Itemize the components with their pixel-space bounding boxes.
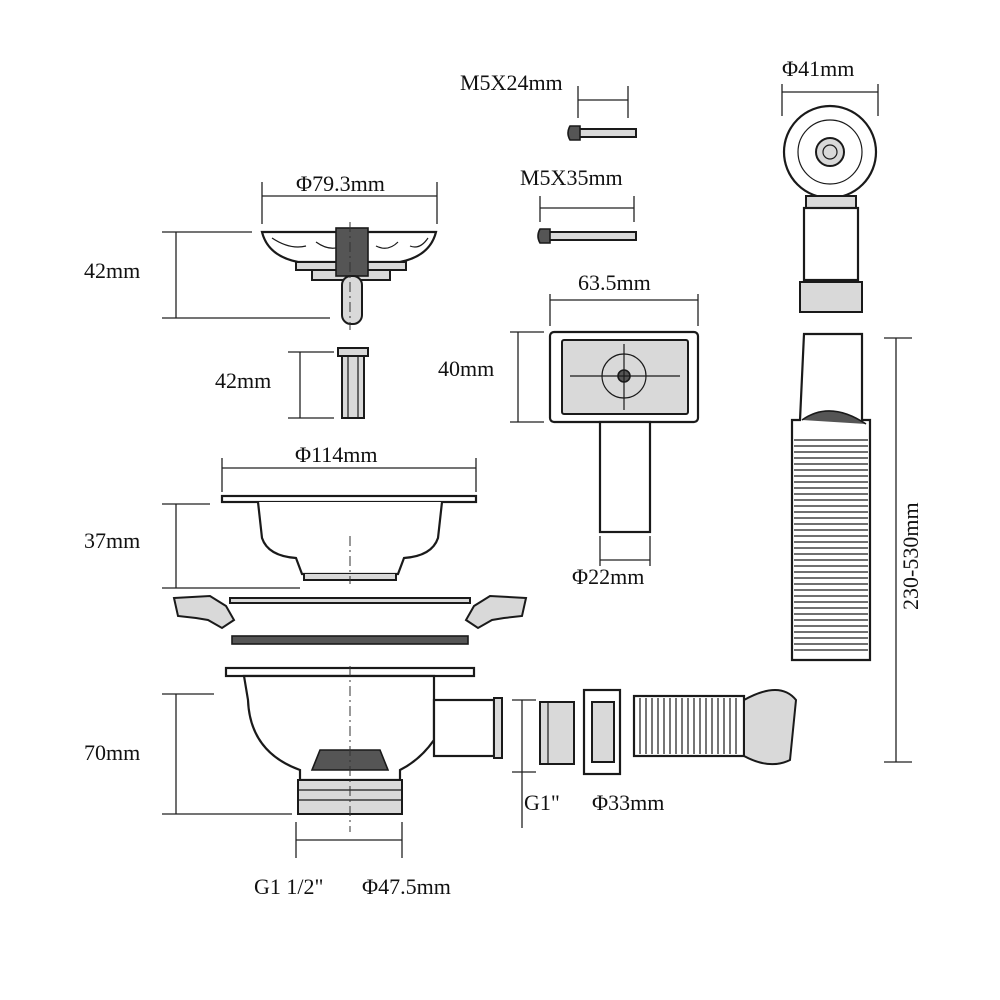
- mounting-clamp: [172, 594, 528, 630]
- hose-ribs: [794, 439, 868, 651]
- strainer-dia-dimension: [221, 458, 477, 492]
- basket-height-label: 42mm: [84, 258, 140, 283]
- hose-length-dimension: [884, 337, 912, 763]
- tube-height-dimension: [288, 351, 334, 419]
- strainer-dia-label: Φ114mm: [295, 442, 378, 467]
- overflow-plate: [548, 330, 700, 534]
- basket-dia-label: Φ79.3mm: [296, 171, 385, 196]
- bottom-thread-label: G1 1/2": [254, 874, 323, 899]
- overflow-width-label: 63.5mm: [578, 270, 651, 295]
- tube-height-label: 42mm: [215, 368, 271, 393]
- overflow-height-label: 40mm: [438, 356, 494, 381]
- bolt-long-dimension: [539, 196, 635, 222]
- hose-length-label: 230-530mm: [898, 502, 923, 610]
- side-dia-label: Φ33mm: [592, 790, 664, 815]
- side-thread-dimension: [512, 699, 536, 828]
- bolt-long-label: M5X35mm: [520, 165, 623, 190]
- body-height-label: 70mm: [84, 740, 140, 765]
- rubber-gasket: [231, 635, 469, 645]
- overflow-width-dimension: [549, 294, 699, 326]
- hose-ribs-horizontal: [639, 698, 737, 754]
- side-thread-label: G1": [524, 790, 560, 815]
- strainer-height-label: 37mm: [84, 528, 140, 553]
- bottom-thread-dimension: [295, 822, 403, 858]
- overflow-height-dimension: [510, 331, 544, 423]
- drain-body: [224, 666, 503, 832]
- basket-height-dimension: [162, 231, 330, 319]
- bottom-dia-label: Φ47.5mm: [362, 874, 451, 899]
- overflow-pipe-label: Φ22mm: [572, 564, 644, 589]
- cap-dia-dimension: [781, 84, 879, 116]
- bolt-short-label: M5X24mm: [460, 70, 563, 95]
- bolt-short-dimension: [577, 86, 629, 118]
- bolt-short: [567, 125, 637, 141]
- connector-tube: [337, 347, 369, 419]
- flexible-hose-vertical: [790, 332, 872, 662]
- body-height-dimension: [162, 693, 292, 815]
- overflow-pipe-dimension: [599, 536, 651, 566]
- flexible-hose-horizontal: [632, 689, 798, 766]
- bolt-long: [537, 228, 637, 244]
- side-connector: [539, 688, 622, 776]
- overflow-cap: [782, 104, 878, 313]
- strainer-bowl: [220, 494, 478, 584]
- basket-strainer: [260, 222, 438, 330]
- strainer-height-dimension: [162, 503, 300, 589]
- cap-dia-label: Φ41mm: [782, 56, 854, 81]
- basket-dia-dimension: [261, 182, 438, 224]
